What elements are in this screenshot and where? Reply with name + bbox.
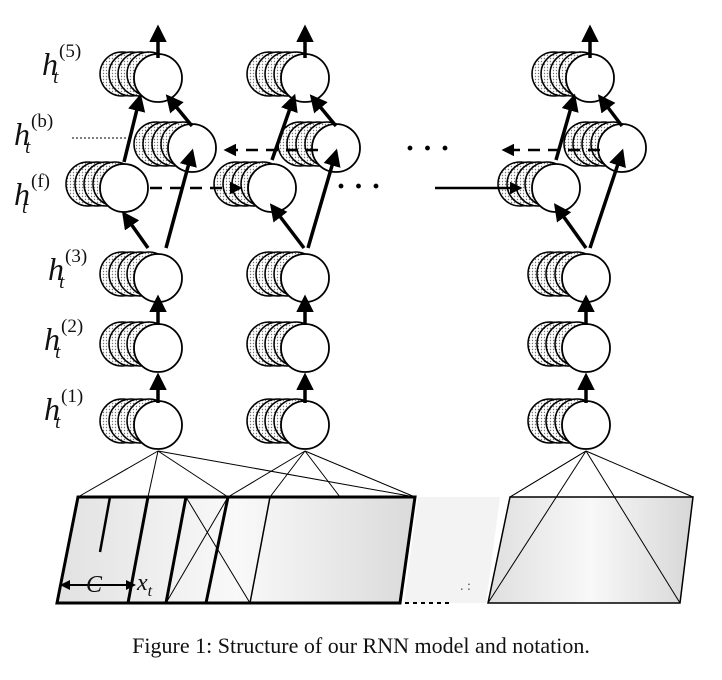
neuron-front xyxy=(133,323,183,373)
frame-label: xt xyxy=(136,570,153,600)
label-hf: h(f)t xyxy=(14,171,50,218)
label-h5: h(5)t xyxy=(42,41,81,88)
neuron-front xyxy=(280,53,330,103)
neuron-stack-h3 xyxy=(99,251,183,303)
neuron-stack-hb xyxy=(563,121,647,173)
neuron-front xyxy=(561,253,611,303)
neuron-stack-hf xyxy=(65,161,149,213)
rnn-structure-diagram: . : C xt xyxy=(14,24,694,605)
figure-caption: Figure 1: Structure of our RNN model and… xyxy=(132,633,590,658)
hidden-units xyxy=(65,51,647,450)
label-h1: h(1)t xyxy=(44,386,83,433)
context-window: C xt xyxy=(60,496,271,604)
context-label: C xyxy=(86,572,103,598)
neuron-stack-h5 xyxy=(99,51,183,103)
neuron-stack-h1 xyxy=(527,398,611,450)
ellipsis-bottom: · · · xyxy=(336,170,381,203)
label-hb: h(b)t xyxy=(14,111,53,158)
neuron-front xyxy=(133,253,183,303)
input-projections xyxy=(77,450,694,604)
label-h2: h(2)t xyxy=(44,316,83,363)
neuron-stack-hb xyxy=(133,121,217,173)
neuron-front xyxy=(531,163,581,213)
ellipsis-top: · · · xyxy=(405,132,450,165)
input-spectrogram: . : xyxy=(55,495,694,605)
neuron-front xyxy=(597,123,647,173)
neuron-stack-hf xyxy=(213,161,297,213)
neuron-front xyxy=(565,53,615,103)
neuron-front xyxy=(167,123,217,173)
neuron-front xyxy=(311,123,361,173)
neuron-stack-h2 xyxy=(246,321,330,373)
label-h3: h(3)t xyxy=(48,246,87,293)
neuron-stack-h1 xyxy=(99,398,183,450)
neuron-stack-h2 xyxy=(99,321,183,373)
neuron-front xyxy=(561,323,611,373)
neuron-front xyxy=(99,163,149,213)
neuron-stack-h3 xyxy=(527,251,611,303)
svg-text:. :: . : xyxy=(460,579,471,594)
neuron-front xyxy=(280,400,330,450)
feedforward-arrows xyxy=(121,24,626,403)
neuron-stack-hf xyxy=(497,161,581,213)
neuron-stack-h5 xyxy=(531,51,615,103)
layer-labels: h(5)t h(b)t h(f)t h(3)t h(2)t h(1)t xyxy=(14,41,87,433)
neuron-stack-h2 xyxy=(527,321,611,373)
neuron-stack-hb xyxy=(277,121,361,173)
neuron-front xyxy=(561,400,611,450)
neuron-stack-h3 xyxy=(246,251,330,303)
neuron-front xyxy=(280,253,330,303)
neuron-stack-h1 xyxy=(246,398,330,450)
neuron-front xyxy=(133,53,183,103)
neuron-stack-h5 xyxy=(246,51,330,103)
neuron-front xyxy=(247,163,297,213)
neuron-front xyxy=(280,323,330,373)
neuron-front xyxy=(133,400,183,450)
